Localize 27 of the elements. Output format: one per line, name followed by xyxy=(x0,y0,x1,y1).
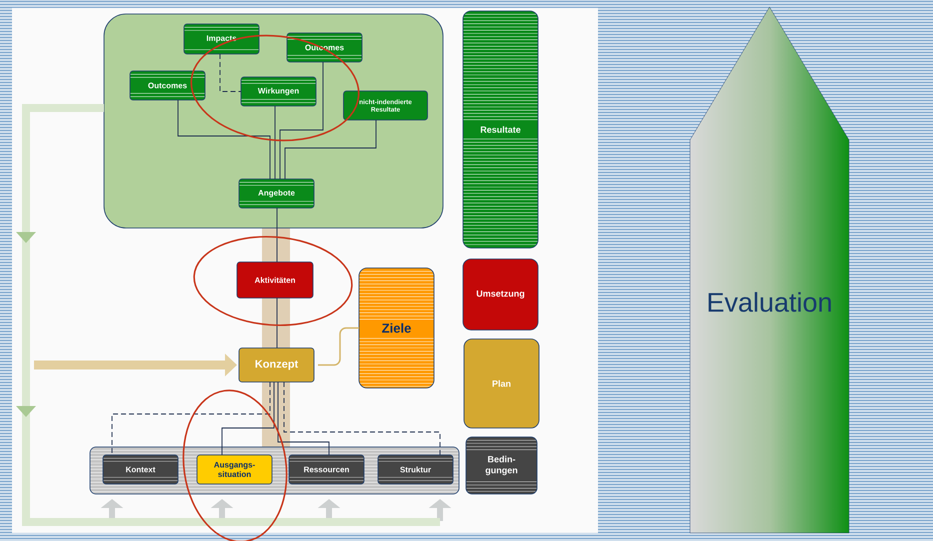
phase-box: Bedin- gungen xyxy=(466,436,538,494)
connector-line xyxy=(284,120,376,180)
connector-line xyxy=(22,104,440,526)
condition-box: Ressourcen xyxy=(288,454,364,484)
connector-line xyxy=(318,327,359,366)
situation-box: Ausgangs- situation xyxy=(196,454,272,484)
connector-line xyxy=(274,106,276,180)
connector-line xyxy=(220,54,242,92)
condition-box: Struktur xyxy=(378,454,454,484)
phase-box: Umsetzung xyxy=(462,258,538,330)
result-box: Wirkungen xyxy=(240,76,316,106)
connector-line xyxy=(278,382,330,456)
result-box: Outcomes xyxy=(130,70,206,100)
activity-box: Aktivitäten xyxy=(236,262,314,298)
connector-line xyxy=(178,100,270,180)
concept-box: Konzept xyxy=(238,348,314,382)
result-box: Angebote xyxy=(238,178,314,208)
connector-line xyxy=(284,382,440,456)
connector-line xyxy=(276,298,278,348)
phase-box: Resultate xyxy=(462,10,538,248)
connector-line xyxy=(222,382,274,456)
phase-box: Plan xyxy=(464,338,540,428)
connector-line xyxy=(276,208,278,262)
condition-box: Kontext xyxy=(102,454,178,484)
goal-box: Ziele xyxy=(358,268,434,388)
connector-line xyxy=(280,62,324,180)
connector-line xyxy=(112,382,270,456)
